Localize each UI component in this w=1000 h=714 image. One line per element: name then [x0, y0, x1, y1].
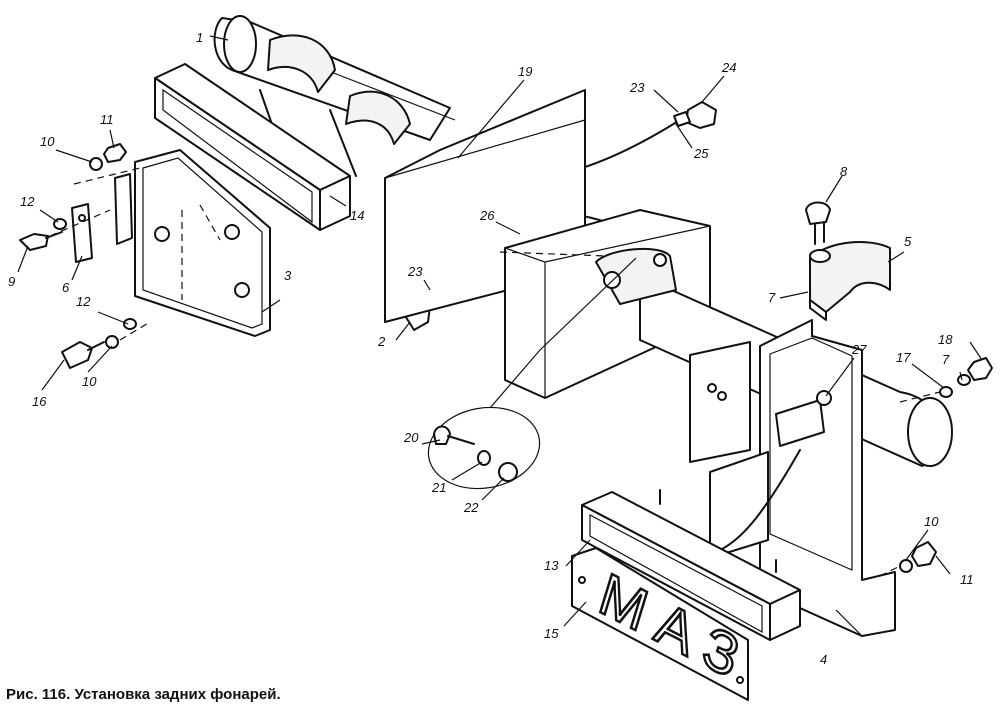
- callout-3: 3: [284, 268, 292, 283]
- callout-17: 17: [896, 350, 911, 365]
- callout-5: 5: [904, 234, 912, 249]
- callout-22: 22: [463, 500, 479, 515]
- callout-18: 18: [938, 332, 953, 347]
- fasteners-left: [19, 143, 151, 369]
- callout-11b: 11: [960, 572, 974, 587]
- frame-members: [384, 89, 711, 399]
- callout-24: 24: [721, 60, 736, 75]
- callout-6: 6: [62, 280, 70, 295]
- fastener-inset: [427, 257, 637, 490]
- callout-19: 19: [518, 64, 532, 79]
- callout-27: 27: [851, 342, 867, 357]
- callout-15: 15: [544, 626, 559, 641]
- callout-16: 16: [32, 394, 47, 409]
- leader-lines: [17, 35, 983, 637]
- callout-20: 20: [403, 430, 419, 445]
- callout-21: 21: [431, 480, 446, 495]
- callout-10a: 10: [40, 134, 55, 149]
- callout-2: 2: [377, 334, 386, 349]
- callout-1: 1: [196, 30, 203, 45]
- callout-13: 13: [544, 558, 559, 573]
- bracket-left: [114, 149, 271, 337]
- callout-26: 26: [479, 208, 495, 223]
- callout-labels: 1 2 3 4 5 6 7 7 8 9 10 10 10 11 11 12 12…: [8, 30, 974, 667]
- callout-9: 9: [8, 274, 15, 289]
- callout-23b: 23: [407, 264, 423, 279]
- callout-7b: 7: [942, 352, 950, 367]
- callout-7a: 7: [768, 290, 776, 305]
- callout-23a: 23: [629, 80, 645, 95]
- callout-4: 4: [820, 652, 827, 667]
- callout-25: 25: [693, 146, 709, 161]
- callout-10b: 10: [82, 374, 97, 389]
- callout-12a: 12: [20, 194, 35, 209]
- callout-10c: 10: [924, 514, 939, 529]
- callout-12b: 12: [76, 294, 91, 309]
- callout-14: 14: [350, 208, 364, 223]
- callout-8: 8: [840, 164, 848, 179]
- callout-11a: 11: [100, 112, 114, 127]
- figure-caption: Рис. 116. Установка задних фонарей.: [6, 686, 281, 703]
- clamp-part: [805, 201, 891, 321]
- bracket-right: [689, 319, 896, 637]
- rear-lamp-left: [154, 63, 351, 231]
- rear-lamp-right: [581, 489, 801, 641]
